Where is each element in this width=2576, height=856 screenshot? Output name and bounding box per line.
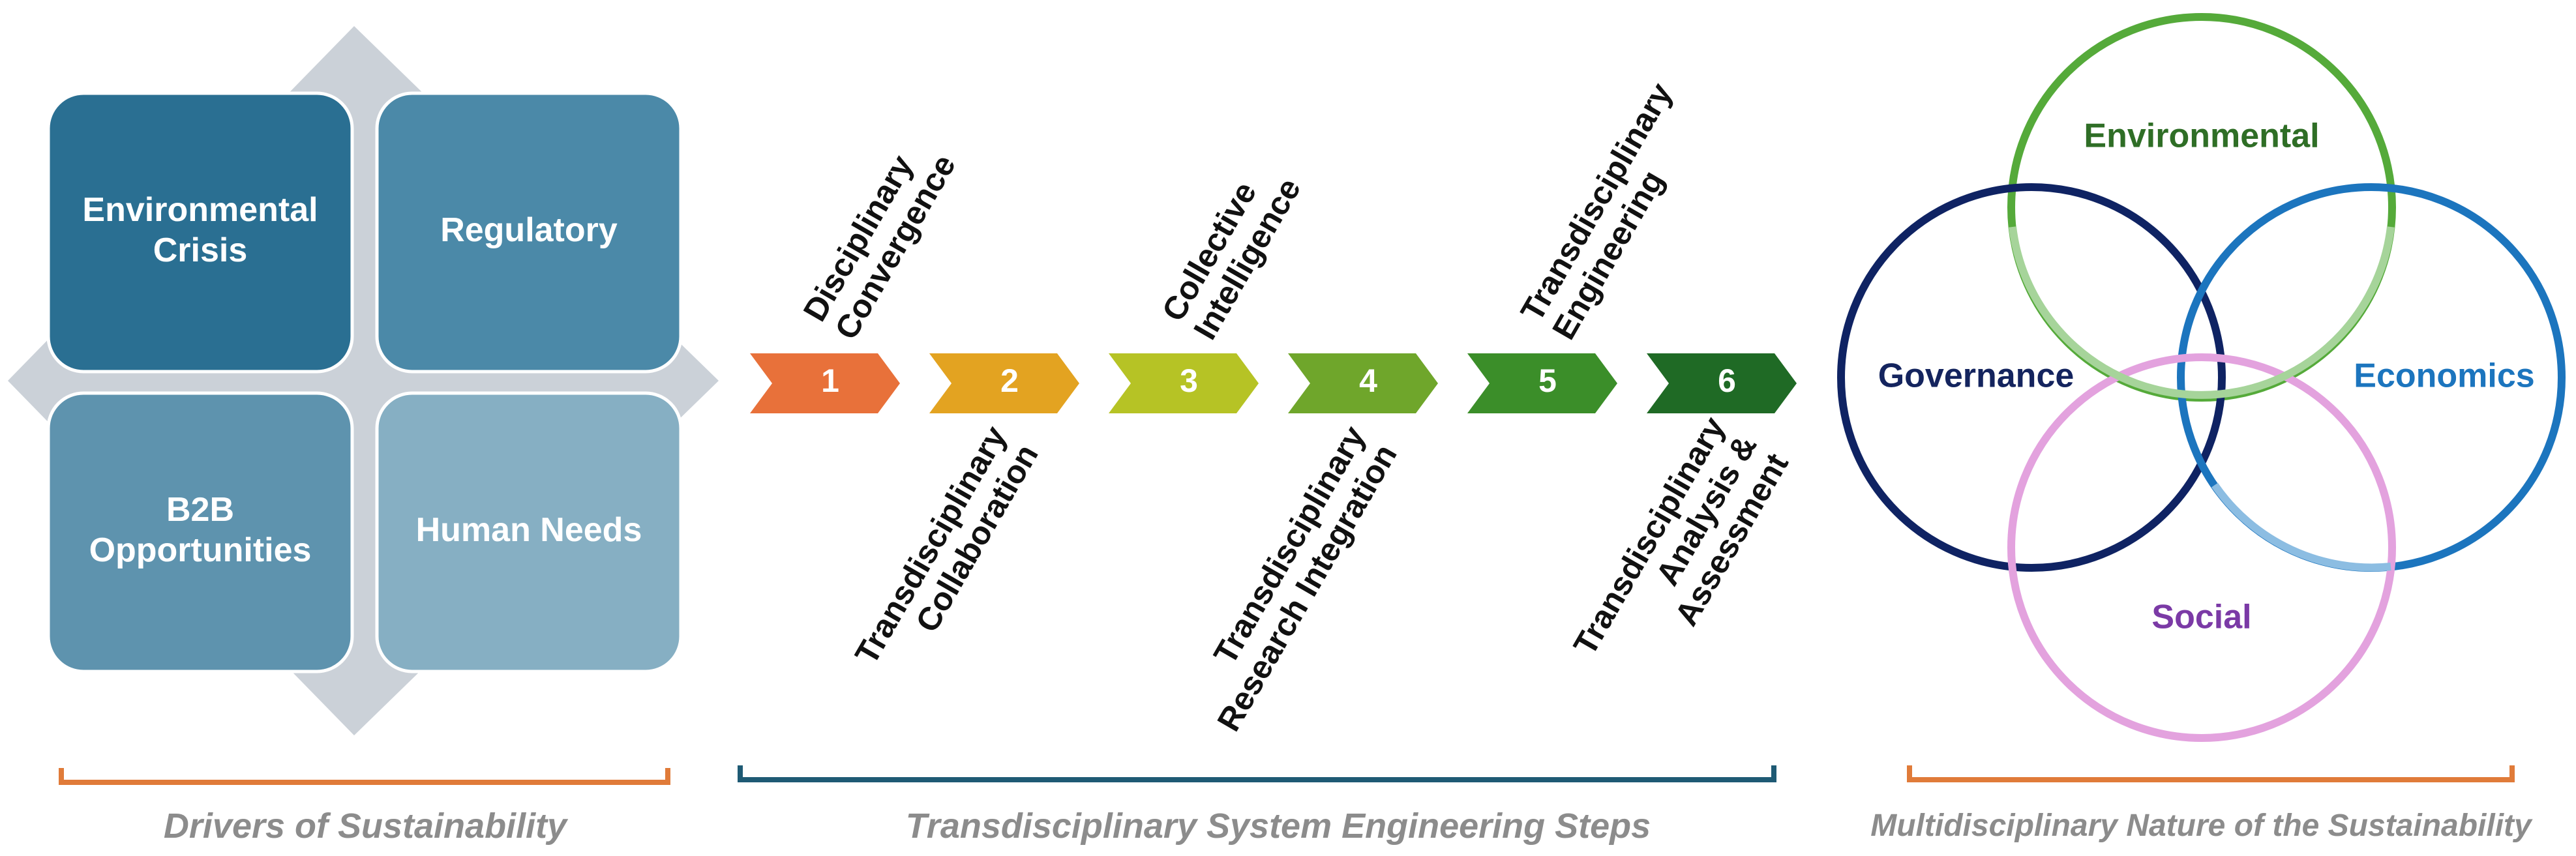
circle-outline [1837, 183, 2226, 572]
circle-label-environmental: Environmental [2084, 117, 2319, 155]
step-chevron [929, 353, 1079, 413]
step-number: 4 [1359, 362, 1377, 399]
step-label-6: TransdisciplinaryAnalysis &Assessment [1566, 411, 1795, 698]
step-number: 2 [1000, 362, 1019, 399]
drivers-bracket [59, 768, 670, 785]
driver-label-line: B2B [166, 491, 234, 529]
step-label-3: CollectiveIntelligence [1155, 154, 1308, 346]
step-chevron [1647, 353, 1797, 413]
driver-label-line: Opportunities [89, 531, 312, 569]
driver-label-line: Regulatory [440, 211, 618, 249]
step-chevron [1109, 353, 1259, 413]
step-chevron [1467, 353, 1617, 413]
step-3: 3 CollectiveIntelligence [1109, 154, 1308, 413]
circle-label-social: Social [2151, 598, 2251, 636]
sustainability-caption: Multidisciplinary Nature of the Sustaina… [1870, 808, 2532, 843]
driver-box-shape [375, 391, 683, 673]
driver-label-line: Human Needs [416, 511, 642, 549]
step-label-5: TransdisciplinaryEngineering [1514, 77, 1711, 346]
step-number: 3 [1180, 362, 1198, 399]
driver-box-shape [46, 391, 354, 673]
engineering-steps-panel: 1DisciplinaryConvergence2Transdisciplina… [750, 77, 1797, 737]
driver-box-shape [46, 91, 354, 374]
steps-bracket [738, 765, 1776, 782]
step-chevron [1288, 353, 1438, 413]
step-label-4: TransdisciplinaryResearch Integration [1178, 420, 1404, 737]
circle-label-economics: Economics [2354, 357, 2534, 395]
driver-label: Human Needs [416, 511, 642, 549]
section-brackets [59, 765, 2515, 785]
step-1: 1 DisciplinaryConvergence [750, 130, 963, 413]
step-label-1: DisciplinaryConvergence [796, 130, 963, 346]
driver-box-human-needs: Human Needs [375, 391, 683, 673]
environmental-light-arc [2009, 226, 2395, 399]
step-label-2: TransdisciplinaryCollaboration [848, 420, 1045, 688]
step-number: 5 [1538, 362, 1557, 399]
steps-caption: Transdisciplinary System Engineering Ste… [905, 806, 1651, 846]
driver-label: Regulatory [440, 211, 618, 249]
driver-box-regulatory: Regulatory [375, 91, 683, 374]
circle-social [2007, 353, 2396, 742]
circle-outline [2007, 353, 2396, 742]
driver-label-line: Environmental [82, 191, 318, 229]
circle-label-governance: Governance [1878, 357, 2074, 395]
step-chevron [750, 353, 900, 413]
sustainability-bracket [1907, 765, 2515, 782]
circle-governance [1837, 183, 2226, 572]
step-number: 1 [821, 362, 839, 399]
driver-box-shape [375, 91, 683, 374]
economics-light-arc [2211, 482, 2391, 572]
step-number: 6 [1718, 362, 1736, 399]
drivers-caption: Drivers of Sustainability [163, 806, 567, 846]
driver-label-line: Crisis [153, 231, 248, 269]
